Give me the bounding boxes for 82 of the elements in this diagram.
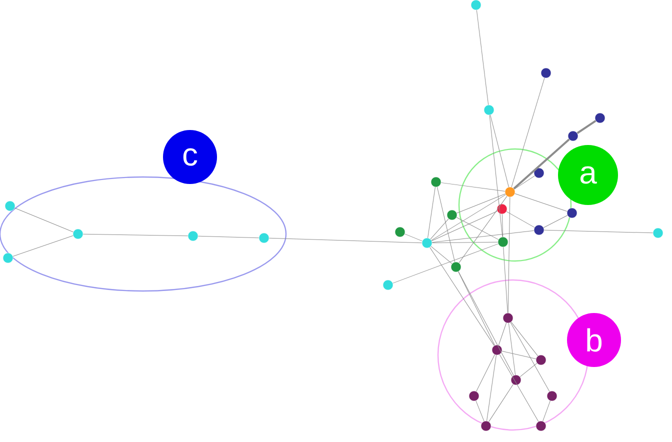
edge-line — [576, 120, 596, 134]
edge-line — [506, 211, 535, 228]
graph-node — [2, 252, 14, 264]
edge-line — [543, 215, 568, 228]
edge-line — [510, 322, 550, 392]
edge-line — [268, 238, 422, 244]
edge-line — [508, 322, 516, 376]
graph-node — [492, 344, 502, 356]
graph-node — [72, 228, 84, 240]
edge-line — [503, 246, 508, 314]
graph-node — [536, 354, 546, 366]
edge-line — [431, 194, 506, 241]
graph-node — [534, 224, 544, 236]
edge-line — [499, 354, 539, 422]
graph-node — [382, 280, 394, 290]
edge-line — [520, 362, 538, 378]
graph-node — [188, 230, 198, 242]
edge-line — [432, 242, 498, 244]
edge-line — [440, 182, 506, 192]
edge-line — [12, 235, 74, 257]
graph-node — [594, 112, 606, 124]
edge-line — [458, 271, 495, 346]
graph-node — [536, 420, 546, 432]
graph-node — [546, 390, 558, 402]
graph-node — [394, 226, 406, 238]
edge-line — [404, 234, 422, 242]
edge-line — [510, 322, 538, 356]
graph-node — [4, 200, 16, 212]
graph-node — [422, 238, 432, 248]
edge-line — [508, 196, 510, 314]
graph-node — [502, 312, 514, 324]
graph-node — [566, 208, 578, 218]
edge-line — [436, 186, 456, 262]
cluster-badge: c — [163, 130, 217, 184]
edge-line — [489, 114, 503, 238]
graph-node — [480, 420, 492, 432]
edge-line — [511, 78, 545, 188]
edge-line — [514, 193, 568, 212]
graph-node — [470, 0, 482, 10]
edge-line — [513, 138, 570, 190]
graph-node — [498, 236, 508, 248]
edge-line — [514, 176, 535, 190]
edge-line — [14, 208, 74, 232]
edge-line — [476, 354, 495, 392]
edge-line — [486, 354, 497, 422]
graph-node — [534, 168, 544, 178]
graph-node — [484, 104, 494, 116]
graph-node — [568, 130, 578, 142]
edge-line — [456, 194, 506, 214]
graph-node — [504, 186, 516, 198]
edge-line — [198, 236, 260, 238]
graph-node — [652, 228, 664, 238]
edge-line — [502, 350, 536, 360]
edge-line — [476, 400, 484, 422]
edge-line — [432, 230, 534, 243]
edge-line — [488, 384, 514, 422]
graph-node — [496, 204, 508, 214]
edge-line — [458, 196, 508, 264]
edge-line — [502, 214, 504, 238]
graph-node — [468, 390, 480, 402]
cluster-badge: a — [558, 145, 618, 205]
edge-line — [392, 244, 498, 284]
edge-line — [544, 230, 654, 234]
edge-line — [430, 247, 494, 346]
graph-node — [510, 374, 522, 386]
graph-node — [450, 262, 462, 272]
edge-line — [431, 210, 498, 242]
graph-node — [540, 68, 552, 78]
edge-line — [458, 271, 514, 376]
cluster-badge: b — [567, 313, 621, 367]
edge-line — [82, 234, 188, 236]
edge-line — [490, 114, 509, 188]
edge-line — [428, 186, 436, 238]
edge-line — [498, 322, 507, 346]
graph-node — [258, 232, 270, 244]
edge-line — [476, 10, 489, 106]
edge-line — [430, 246, 452, 264]
edge-line — [430, 218, 449, 240]
edge-line — [456, 217, 499, 240]
graph-node — [430, 176, 442, 188]
edge-line — [542, 400, 550, 422]
graph-node — [446, 210, 458, 220]
